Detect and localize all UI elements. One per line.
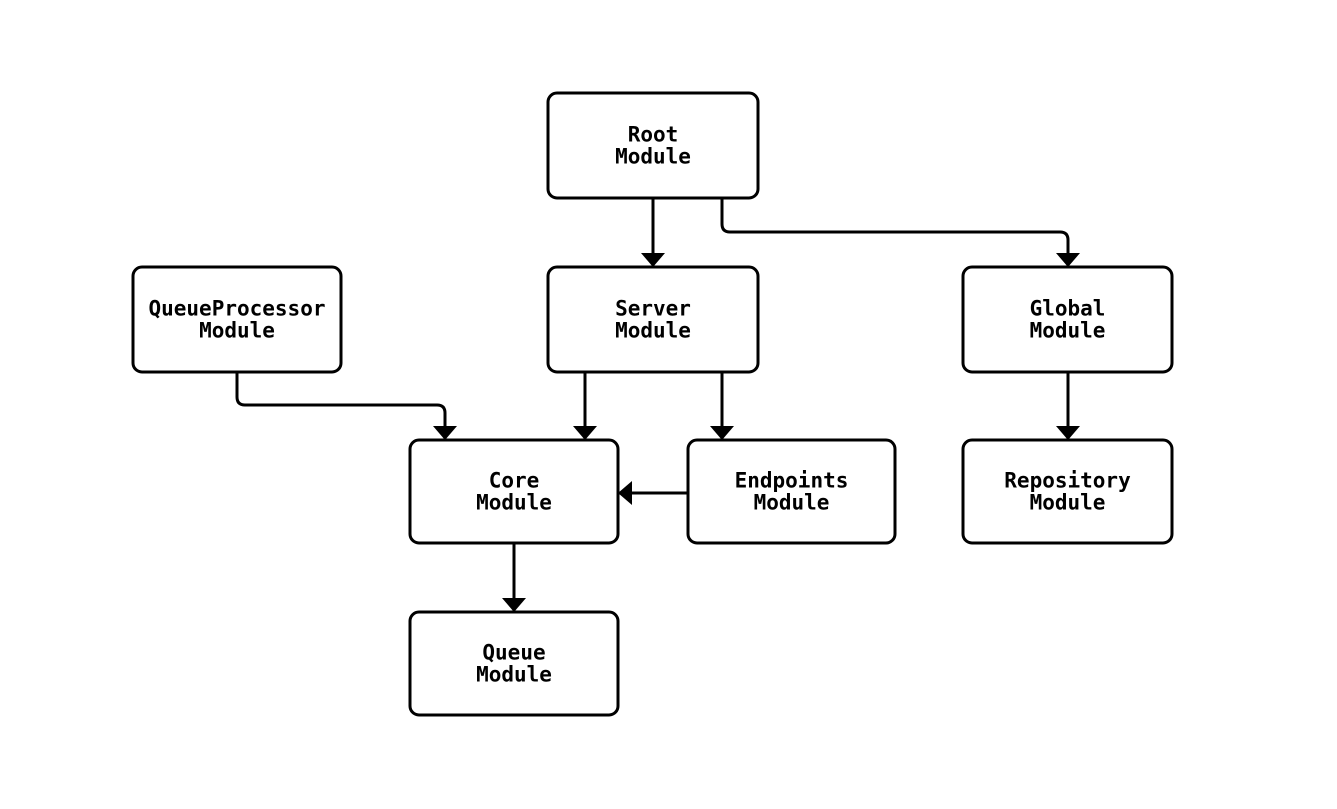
node-box bbox=[408, 438, 620, 545]
node-label-line: Module bbox=[615, 319, 691, 343]
node-box bbox=[131, 265, 343, 374]
node-label-line: QueueProcessor bbox=[148, 297, 325, 321]
node-box bbox=[961, 265, 1174, 374]
node-label-line: Core bbox=[489, 469, 540, 493]
node-label-line: Module bbox=[476, 663, 552, 687]
node-label-line: Endpoints bbox=[735, 469, 849, 493]
edge-queueprocessor-to-core bbox=[235, 372, 457, 440]
node-label-line: Server bbox=[615, 297, 691, 321]
node-box bbox=[546, 91, 760, 200]
node-label-line: Module bbox=[615, 145, 691, 169]
node-label-line: Root bbox=[628, 123, 679, 147]
node-label-line: Module bbox=[476, 491, 552, 515]
node-label-line: Module bbox=[1030, 491, 1106, 515]
node-box bbox=[408, 610, 620, 717]
node-label-line: Global bbox=[1030, 297, 1106, 321]
node-label-line: Module bbox=[199, 319, 275, 343]
node-box bbox=[686, 438, 897, 545]
node-box bbox=[546, 265, 760, 374]
edges-layer bbox=[235, 198, 1080, 612]
node-label-line: Module bbox=[754, 491, 830, 515]
node-box bbox=[961, 438, 1174, 545]
node-label-line: Queue bbox=[482, 641, 545, 665]
edge-root-to-global bbox=[720, 198, 1080, 267]
node-label-line: Repository bbox=[1004, 469, 1131, 493]
node-label-line: Module bbox=[1030, 319, 1106, 343]
